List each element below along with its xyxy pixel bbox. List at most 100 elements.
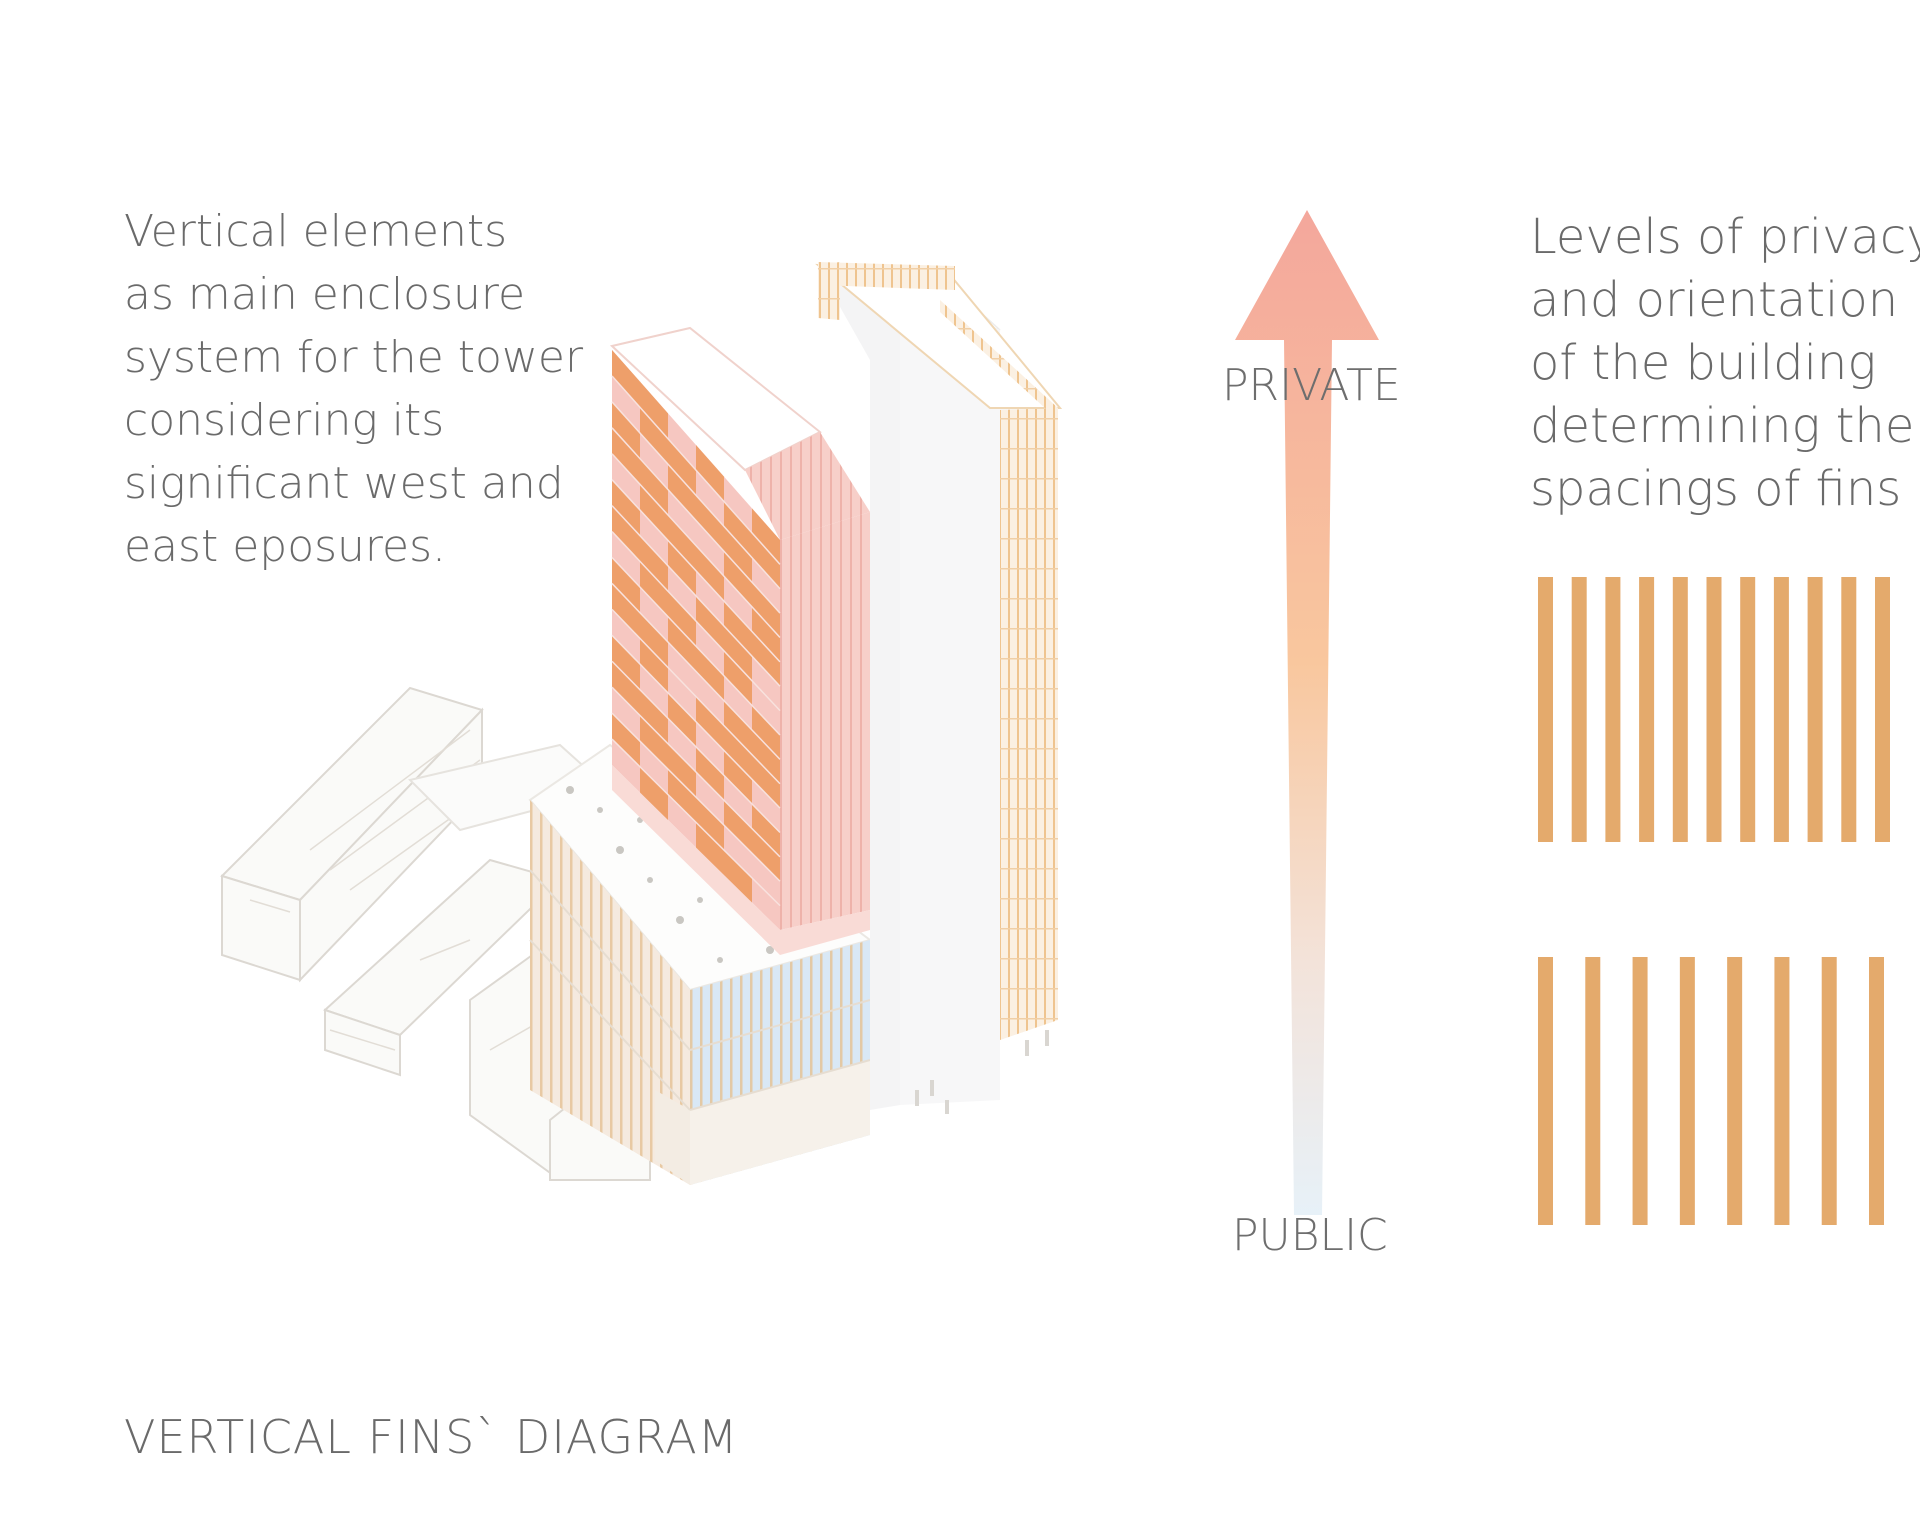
left-description-line: system for the tower bbox=[124, 332, 584, 383]
tower-grid bbox=[611, 375, 781, 907]
orange-panel bbox=[724, 501, 752, 558]
orange-panel bbox=[752, 803, 780, 857]
orange-panel bbox=[724, 601, 752, 657]
orange-panel bbox=[640, 535, 668, 592]
orange-panel bbox=[696, 545, 724, 602]
right-description-line: of the building bbox=[1530, 335, 1877, 391]
fin-pattern-dense bbox=[1538, 577, 1890, 842]
grid-line bbox=[611, 660, 781, 834]
orange-panel bbox=[724, 626, 752, 681]
orange-panel bbox=[612, 661, 640, 716]
grid-line bbox=[611, 505, 781, 687]
orange-panel bbox=[640, 484, 668, 541]
fin-bar bbox=[1773, 577, 1789, 842]
orange-panel bbox=[696, 495, 724, 552]
fin-bar bbox=[1821, 957, 1837, 1225]
orange-panel bbox=[696, 445, 724, 502]
orange-panel bbox=[612, 350, 640, 408]
orange-panel bbox=[668, 540, 696, 596]
orange-panel bbox=[640, 715, 668, 770]
orange-panel bbox=[752, 754, 780, 809]
orange-panel bbox=[668, 464, 696, 521]
fin-bar bbox=[1605, 577, 1621, 842]
orange-panel bbox=[640, 458, 668, 515]
orange-panel bbox=[752, 828, 780, 882]
orange-panel bbox=[752, 705, 780, 760]
orange-panel bbox=[752, 582, 780, 638]
orange-panel bbox=[640, 766, 668, 820]
orange-panel bbox=[668, 438, 696, 496]
ground-figures bbox=[915, 1030, 1049, 1114]
building-axonometric bbox=[220, 262, 1063, 1185]
orange-panel bbox=[640, 689, 668, 744]
diagram-title: VERTICAL FINS` DIAGRAM bbox=[124, 1410, 739, 1464]
orange-panel bbox=[668, 769, 696, 823]
fin-bar bbox=[1740, 577, 1756, 842]
orange-panel bbox=[724, 526, 752, 583]
grid-line bbox=[611, 531, 781, 712]
orange-panel bbox=[640, 561, 668, 617]
tower-main bbox=[609, 326, 870, 955]
orange-panel bbox=[668, 616, 696, 672]
privacy-arrow bbox=[1235, 210, 1379, 1215]
fin-bar bbox=[1585, 957, 1601, 1225]
orange-panel bbox=[612, 401, 640, 459]
left-description-line: as main enclosure bbox=[124, 269, 526, 320]
orange-panels bbox=[612, 350, 780, 903]
orange-panel bbox=[612, 505, 640, 562]
grid-line bbox=[611, 453, 781, 639]
tower-gold-wing bbox=[815, 262, 1063, 1040]
left-description-line: Vertical elements bbox=[124, 206, 508, 257]
orange-panel bbox=[724, 850, 752, 903]
orange-panel bbox=[668, 692, 696, 747]
orange-panel bbox=[668, 515, 696, 571]
fin-bar bbox=[1538, 577, 1553, 842]
left-description-line: significant west and bbox=[124, 458, 564, 509]
orange-panel bbox=[752, 631, 780, 687]
grid-line bbox=[611, 375, 781, 565]
orange-panel bbox=[612, 479, 640, 536]
grid-line bbox=[611, 582, 781, 760]
right-description-line: Levels of privacy bbox=[1530, 209, 1920, 265]
orange-panel bbox=[612, 635, 640, 690]
orange-panel bbox=[724, 551, 752, 607]
right-description: Levels of privacy and orientation of the… bbox=[1530, 206, 1920, 521]
left-description: Vertical elements as main enclosure syst… bbox=[124, 200, 584, 578]
orange-panel bbox=[696, 696, 724, 751]
fin-bar bbox=[1807, 577, 1823, 842]
orange-panel bbox=[724, 800, 752, 854]
left-description-line: considering its bbox=[124, 395, 445, 446]
label-public: PUBLIC bbox=[1232, 1210, 1388, 1261]
left-description-line: east eposures. bbox=[124, 521, 447, 572]
grid-line bbox=[611, 479, 781, 663]
fin-bar bbox=[1727, 957, 1743, 1225]
orange-panel bbox=[640, 612, 668, 668]
orange-panel bbox=[612, 583, 640, 639]
grid-line bbox=[611, 634, 781, 809]
right-description-line: and orientation bbox=[1530, 272, 1899, 328]
fin-bar bbox=[1672, 577, 1688, 842]
grid-line bbox=[611, 686, 781, 858]
orange-panel bbox=[696, 797, 724, 851]
right-description-line: determining the bbox=[1530, 398, 1915, 454]
orange-panel bbox=[696, 822, 724, 875]
orange-panel bbox=[696, 595, 724, 651]
orange-panel bbox=[752, 508, 780, 565]
orange-panel bbox=[640, 381, 668, 439]
fin-bar bbox=[1679, 957, 1695, 1225]
orange-panel bbox=[612, 427, 640, 485]
orange-panel bbox=[640, 407, 668, 465]
orange-panel bbox=[668, 743, 696, 798]
grid-line bbox=[611, 427, 781, 614]
orange-panel bbox=[724, 725, 752, 780]
orange-panel bbox=[752, 532, 780, 589]
right-description-line: spacings of fins bbox=[1530, 461, 1902, 517]
orange-panel bbox=[668, 591, 696, 647]
orange-panel bbox=[724, 700, 752, 755]
fin-bar bbox=[1632, 957, 1648, 1225]
orange-panel bbox=[752, 730, 780, 784]
fin-bar bbox=[1774, 957, 1790, 1225]
grid-line bbox=[611, 556, 781, 736]
grid-line bbox=[611, 401, 781, 590]
orange-panel bbox=[724, 750, 752, 804]
